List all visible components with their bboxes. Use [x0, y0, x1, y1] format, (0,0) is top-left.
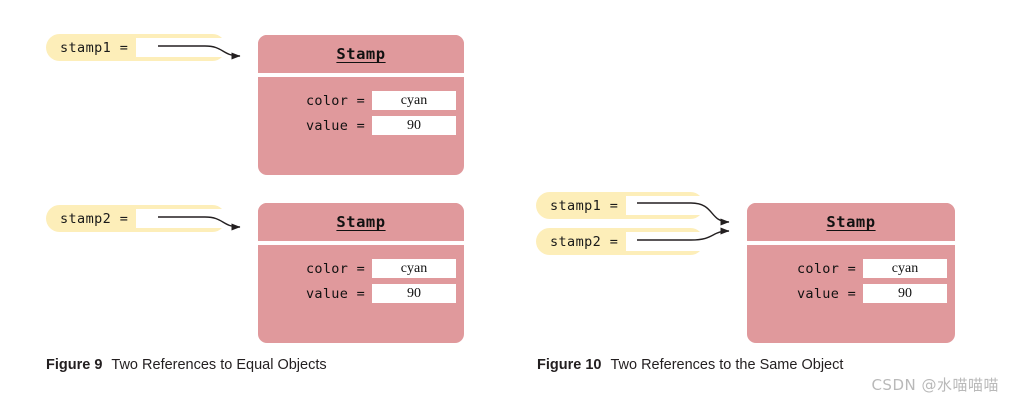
csdn-watermark: CSDN @水喵喵喵 — [871, 376, 999, 394]
field-label: value = — [306, 117, 365, 134]
figure-9-caption: Figure 9 Two References to Equal Objects — [46, 357, 327, 373]
variable-pill-stamp2[interactable]: stamp2 = — [536, 228, 704, 255]
figure-10-container: stamp1 = stamp2 = Stamp color = cyan val… — [507, 0, 1017, 401]
field-value: cyan — [863, 259, 947, 278]
field-value: cyan — [372, 91, 456, 110]
variable-label: stamp1 = — [60, 39, 129, 56]
field-label: value = — [306, 285, 365, 302]
field-value: 90 — [372, 116, 456, 135]
object-box-stamp-2: Stamp color = cyan value = 90 — [258, 203, 464, 343]
field-label: color = — [306, 92, 365, 109]
object-header-divider — [258, 241, 464, 245]
field-label: color = — [797, 260, 856, 277]
object-header-divider — [747, 241, 955, 245]
variable-reference-slot — [626, 232, 704, 251]
field-label: value = — [797, 285, 856, 302]
field-label: color = — [306, 260, 365, 277]
object-box-fields: color = cyan value = 90 — [258, 245, 464, 343]
object-class-name: Stamp — [336, 213, 386, 231]
field-row: value = 90 — [747, 284, 955, 303]
figure-9-container: stamp1 = Stamp color = cyan value = 90 s… — [46, 34, 464, 373]
field-row: color = cyan — [258, 91, 464, 110]
object-box-fields: color = cyan value = 90 — [258, 77, 464, 175]
variable-reference-slot — [136, 209, 226, 228]
figure-10-caption: Figure 10 Two References to the Same Obje… — [537, 357, 843, 373]
object-box-header: Stamp — [258, 35, 464, 73]
variable-pill-stamp1[interactable]: stamp1 = — [46, 34, 226, 61]
field-value: 90 — [372, 284, 456, 303]
field-row: value = 90 — [258, 116, 464, 135]
object-header-divider — [258, 73, 464, 77]
variable-label: stamp2 = — [60, 210, 129, 227]
object-box-header: Stamp — [747, 203, 955, 241]
figure-caption-number: Figure 10 — [537, 357, 602, 373]
field-row: color = cyan — [258, 259, 464, 278]
field-row: value = 90 — [258, 284, 464, 303]
figure-caption-number: Figure 9 — [46, 357, 103, 373]
object-box-stamp-shared: Stamp color = cyan value = 90 — [747, 203, 955, 343]
object-box-fields: color = cyan value = 90 — [747, 245, 955, 343]
field-value: 90 — [863, 284, 947, 303]
variable-label: stamp2 = — [550, 233, 619, 250]
object-class-name: Stamp — [336, 45, 386, 63]
variable-label: stamp1 = — [550, 197, 619, 214]
figure-caption-text: Two References to the Same Object — [610, 357, 844, 373]
object-box-header: Stamp — [258, 203, 464, 241]
figure-caption-text: Two References to Equal Objects — [111, 357, 327, 373]
variable-pill-stamp2[interactable]: stamp2 = — [46, 205, 226, 232]
variable-reference-slot — [626, 196, 704, 215]
variable-pill-stamp1[interactable]: stamp1 = — [536, 192, 704, 219]
field-value: cyan — [372, 259, 456, 278]
object-box-stamp-1: Stamp color = cyan value = 90 — [258, 35, 464, 175]
field-row: color = cyan — [747, 259, 955, 278]
variable-reference-slot — [136, 38, 226, 57]
object-class-name: Stamp — [826, 213, 876, 231]
